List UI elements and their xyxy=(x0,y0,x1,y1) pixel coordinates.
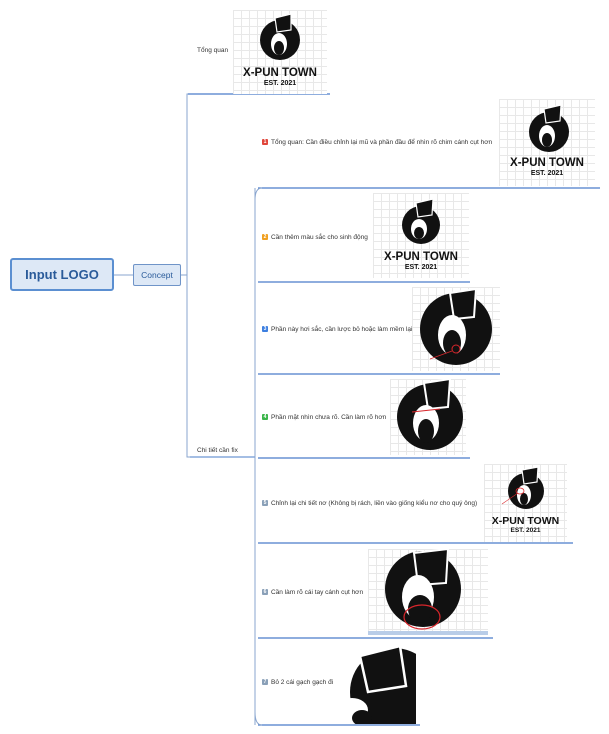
logo-image-item-7 xyxy=(336,642,416,724)
priority-2-icon: 2 xyxy=(262,234,268,241)
root-node[interactable]: Input LOGO xyxy=(10,258,114,291)
penguin-logo-icon xyxy=(260,13,300,60)
penguin-logo-icon xyxy=(368,549,488,635)
item-3-text: Phần này hơi sắc, cần lược bỏ hoặc làm m… xyxy=(271,326,413,333)
item-5-text: Chỉnh lại chi tiết nơ (Không bị rách, li… xyxy=(271,500,478,507)
item-4-text: Phần mặt nhìn chưa rõ. Cần làm rõ hơn xyxy=(271,414,387,421)
logo-brand-name: X-PUN TOWN xyxy=(491,515,560,527)
penguin-logo-icon xyxy=(420,287,492,365)
penguin-logo-icon xyxy=(336,644,416,724)
logo-brand-est: EST. 2021 xyxy=(530,170,564,177)
concept-node-label: Concept xyxy=(141,270,173,280)
logo-image-item-3 xyxy=(412,287,500,371)
penguin-logo-icon xyxy=(402,198,440,244)
root-node-label: Input LOGO xyxy=(25,267,99,282)
priority-6-icon: 6 xyxy=(262,589,268,596)
logo-image-item-6 xyxy=(368,549,488,635)
logo-brand-name: X-PUN TOWN xyxy=(510,157,584,169)
logo-brand-est: EST. 2021 xyxy=(510,527,541,534)
branch-overview-label[interactable]: Tổng quan xyxy=(197,47,229,54)
penguin-logo-icon xyxy=(501,466,544,509)
logo-image-item-4 xyxy=(390,379,466,455)
penguin-logo-icon xyxy=(529,104,569,152)
item-6-text: Cần làm rõ cái tay cánh cụt hơn xyxy=(271,589,364,596)
logo-image-overview: X-PUN TOWN EST. 2021 xyxy=(233,10,327,94)
item-7-text: Bỏ 2 cái gạch gạch đi xyxy=(271,679,334,686)
logo-image-item-1: X-PUN TOWN EST. 2021 xyxy=(499,99,595,186)
logo-image-item-2: X-PUN TOWN EST. 2021 xyxy=(373,193,469,278)
priority-1-icon: 1 xyxy=(262,139,268,146)
logo-brand-est: EST. 2021 xyxy=(263,80,297,87)
logo-brand-name: X-PUN TOWN xyxy=(243,67,317,79)
logo-brand-name: X-PUN TOWN xyxy=(384,251,458,263)
priority-3-icon: 3 xyxy=(262,326,268,333)
priority-5-icon: 5 xyxy=(262,500,268,507)
concept-node[interactable]: Concept xyxy=(133,264,181,286)
logo-brand-est: EST. 2021 xyxy=(404,264,438,271)
item-1-text: Tổng quan: Cần điều chỉnh lại mũ và phần… xyxy=(271,139,493,146)
logo-image-item-5: X-PUN TOWN EST. 2021 xyxy=(484,464,567,542)
priority-7-icon: 7 xyxy=(262,679,268,686)
branch-details-label[interactable]: Chi tiết cần fix xyxy=(197,447,238,454)
item-2-text: Cần thêm màu sắc cho sinh động xyxy=(271,234,368,241)
penguin-logo-icon xyxy=(397,379,463,450)
priority-4-icon: 4 xyxy=(262,414,268,421)
